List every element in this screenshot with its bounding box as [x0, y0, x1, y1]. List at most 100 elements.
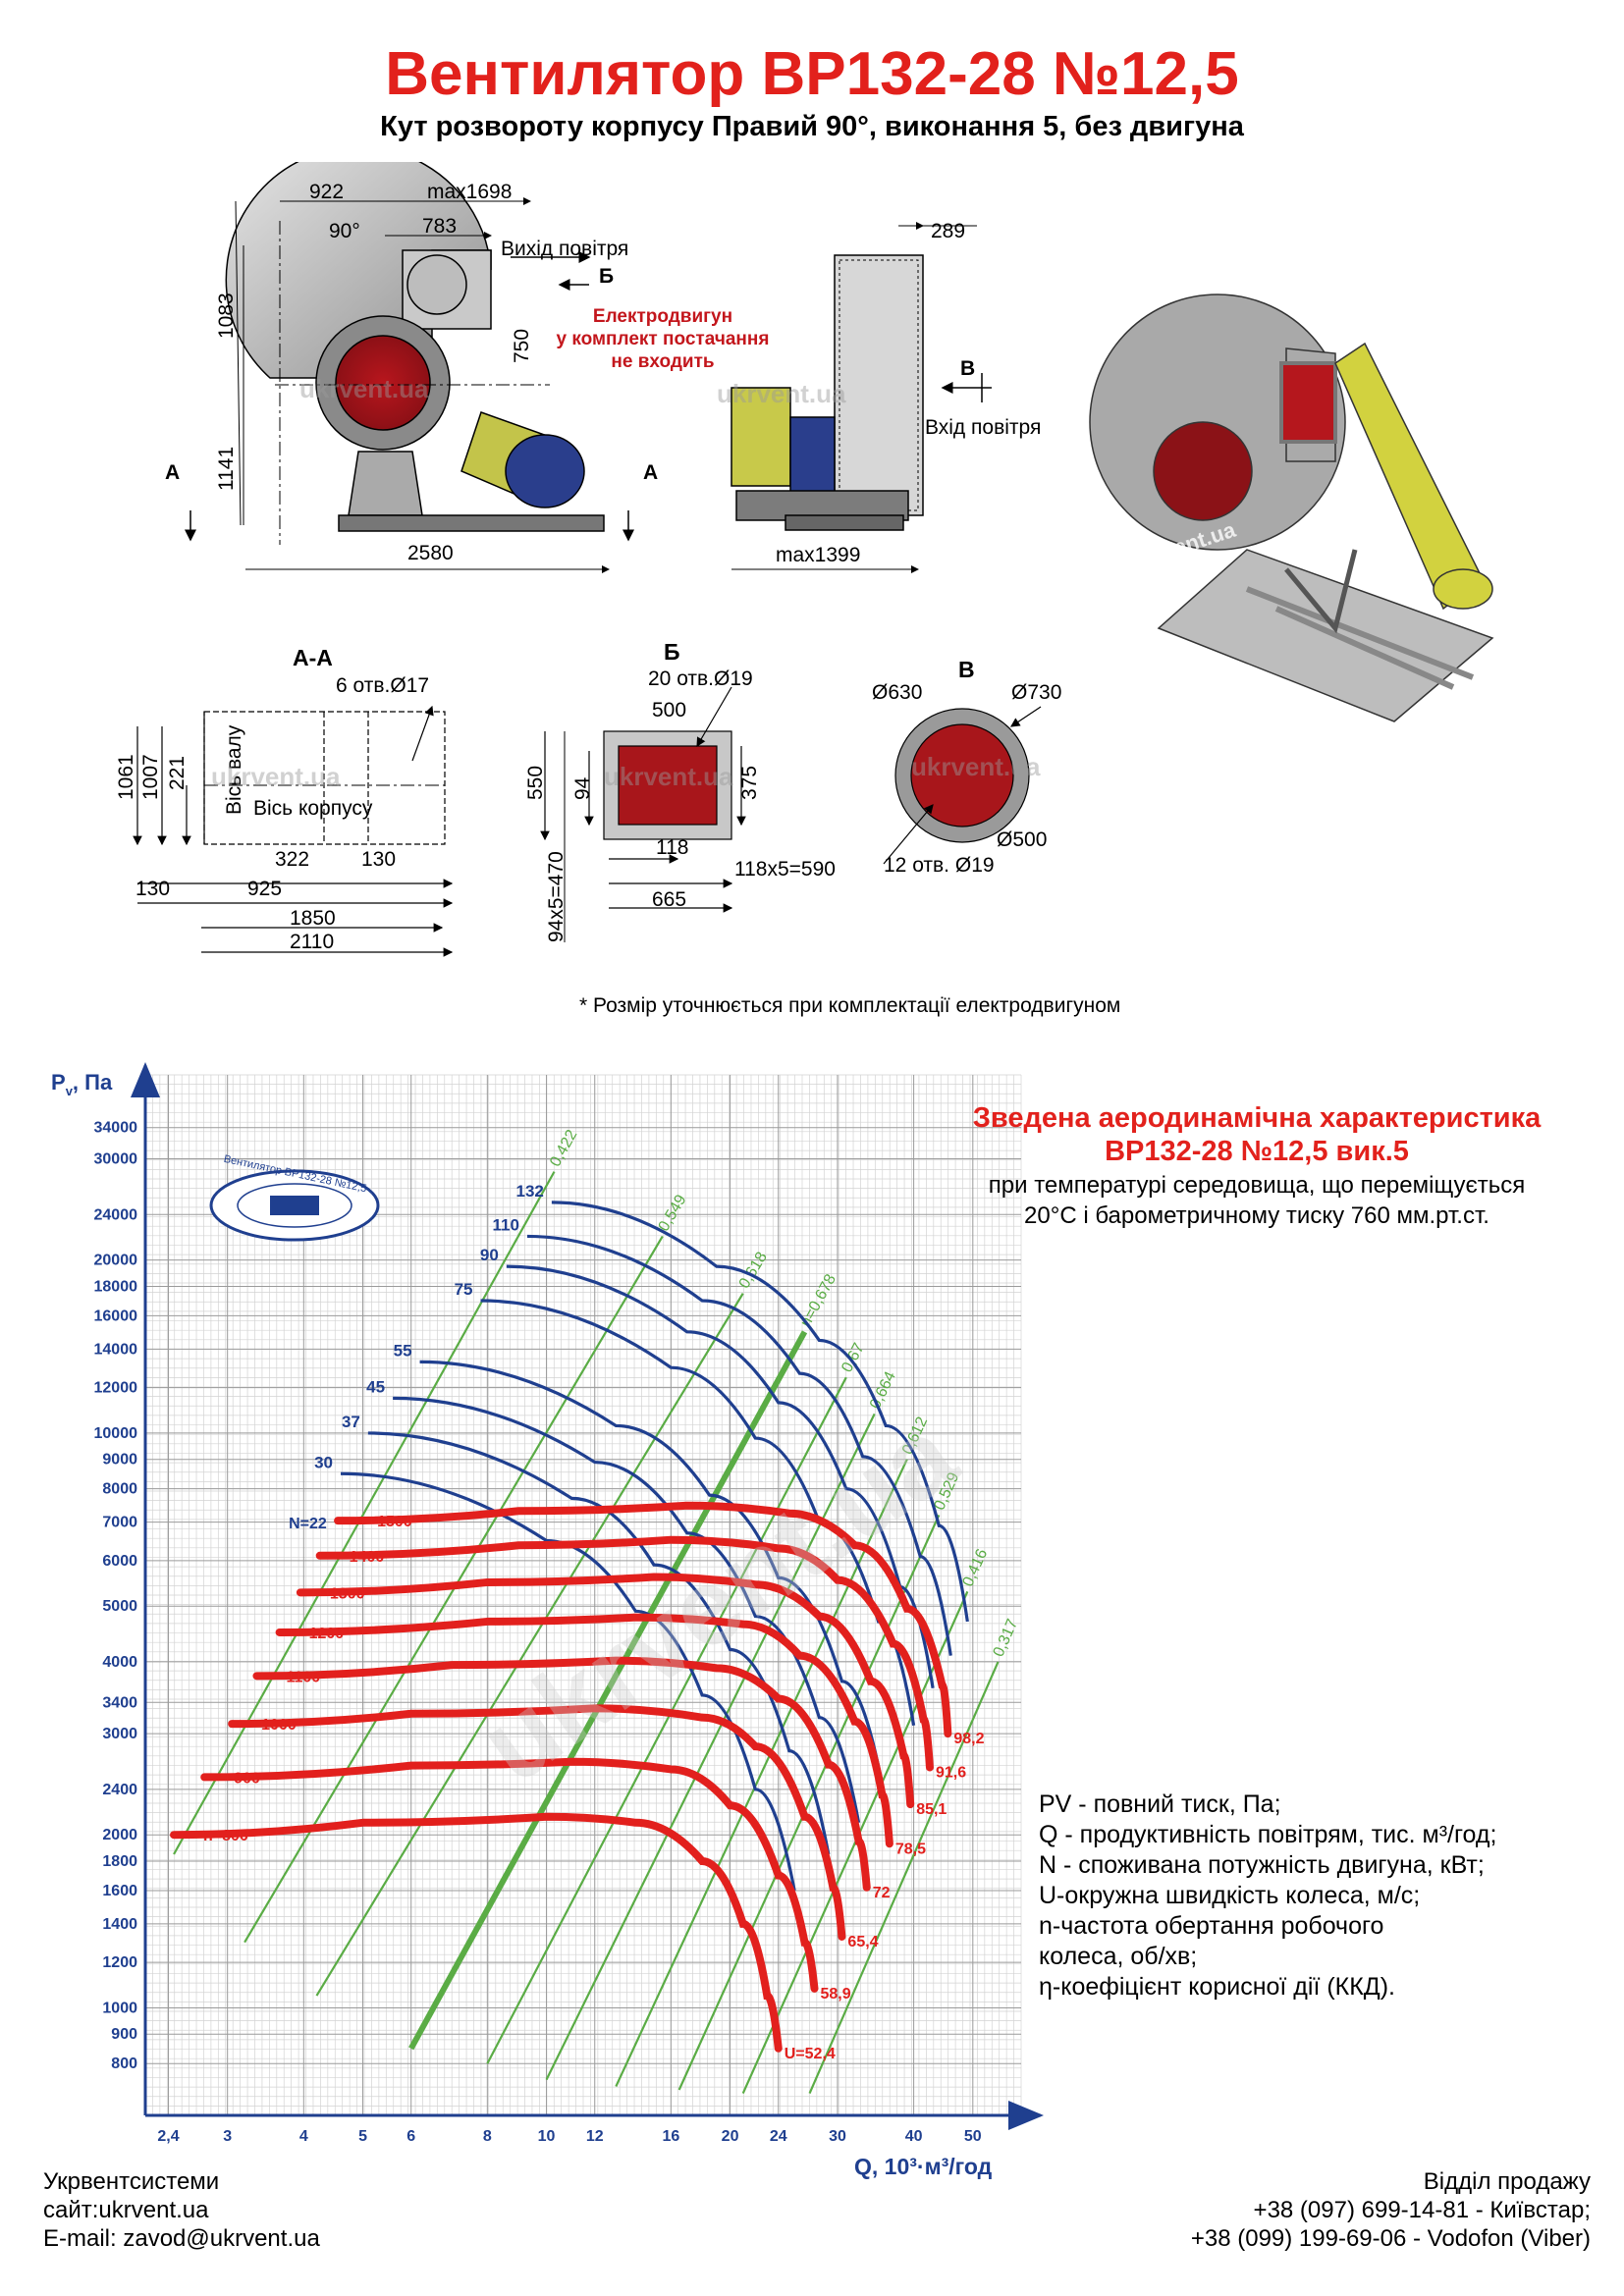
chart-title: Зведена аеродинамічна характеристика ВР1…: [884, 1101, 1624, 1168]
legend-line: PV - повний тиск, Па;: [1039, 1790, 1281, 1818]
iso-inlet: [1153, 421, 1253, 521]
side-view: [731, 222, 992, 573]
dim-94x5: 94x5=470: [545, 851, 568, 942]
velocity-label: 91,6: [936, 1765, 966, 1782]
y-tick-label: 5000: [102, 1598, 137, 1615]
dim-1141: 1141: [215, 447, 238, 491]
watermark-v: ukrvent.ua: [911, 752, 1041, 781]
motor: [505, 434, 585, 508]
chart-grid: [144, 1074, 1022, 2116]
dim-118: 118: [656, 836, 688, 859]
dim-500: 500: [652, 699, 686, 721]
dim-750: 750: [511, 329, 533, 363]
y-tick-label: 16000: [94, 1308, 138, 1324]
pressure-curve: [315, 1535, 934, 1772]
y-tick-label: 20000: [94, 1253, 138, 1269]
legend-line: n-частота обертання робочого: [1039, 1912, 1384, 1940]
pressure-curve: [296, 1573, 915, 1809]
pressure-curve: [252, 1656, 871, 1892]
iso-frame: [1157, 549, 1494, 722]
efficiency-line: [408, 1330, 808, 2051]
speed-label: 1000: [261, 1717, 297, 1734]
x-tick-label: 50: [964, 2128, 982, 2145]
company-info: Укрвентсистеми сайт:ukrvent.ua E-mail: z…: [43, 2167, 320, 2253]
speed-label: 1300: [330, 1585, 365, 1602]
company-site[interactable]: сайт:ukrvent.ua: [43, 2197, 209, 2223]
y-tick-label: 1200: [102, 1954, 137, 1971]
air-outlet-label: Вихід повітря: [501, 238, 628, 260]
y-tick-label: 4000: [102, 1654, 137, 1671]
air-inlet-label: Вхід повітря: [925, 416, 1041, 439]
x-tick-label: 20: [722, 2128, 739, 2145]
view-v-d500: Ø500: [997, 828, 1047, 851]
section-b-marker: Б: [599, 265, 614, 288]
pedestal: [348, 451, 423, 516]
dim-922: 922: [309, 181, 344, 203]
watermark-side: ukrvent.ua: [717, 379, 846, 408]
motor-note-3: не входить: [611, 351, 714, 372]
inlet-opening: [335, 335, 431, 431]
view-v-d730: Ø730: [1011, 681, 1061, 704]
power-curve-label: 110: [493, 1215, 519, 1234]
pressure-curve: [275, 1613, 893, 1848]
dim-2110: 2110: [290, 931, 334, 953]
power-curve: [551, 1201, 969, 1623]
sales-phone-1[interactable]: +38 (097) 699-14-81 - Київстар;: [1253, 2197, 1591, 2223]
dim-375: 375: [738, 766, 761, 800]
speed-label: 1400: [350, 1549, 385, 1566]
dim-2580: 2580: [407, 542, 454, 564]
pressure-curves: n=800U=52,490058,9100065,4110072120078,5…: [170, 1501, 985, 2062]
efficiency-line: [677, 1515, 941, 2091]
view-v-title: В: [958, 657, 975, 682]
dim-665: 665: [652, 888, 686, 911]
dim-130-left: 130: [135, 878, 170, 900]
watermark-front: ukrvent.ua: [299, 374, 429, 403]
section-aa-holes: 6 отв.Ø17: [336, 674, 429, 697]
chart-conditions: при температурі середовища, що переміщує…: [884, 1170, 1624, 1231]
y-tick-label: 900: [111, 2026, 137, 2043]
x-axis-label: Q, 10³·м³/год: [854, 2154, 993, 2179]
footnote: * Розмір уточнюється при комплектації ел…: [579, 994, 1121, 1017]
speed-label: 1500: [377, 1514, 412, 1530]
efficiency-line: [315, 1293, 744, 1997]
dim-783: 783: [422, 215, 457, 238]
y-tick-label: 14000: [94, 1341, 138, 1358]
pressure-curve: [228, 1704, 846, 1941]
chart-conditions-line1: при температурі середовища, що переміщує…: [988, 1172, 1526, 1199]
dim-1850: 1850: [290, 907, 336, 930]
section-aa-title: А-А: [293, 645, 333, 670]
y-tick-label: 1000: [102, 2000, 137, 2016]
angle-label: 90°: [329, 220, 360, 242]
y-tick-label: 6000: [102, 1553, 137, 1570]
legend-line: η-коефіцієнт корисної дії (ККД).: [1039, 1973, 1395, 2001]
efficiency-line: [545, 1413, 876, 2081]
aero-chart: Вентилятор ВР132-28 №12,5 0,4220,5490,61…: [51, 1062, 1044, 2179]
motor-note-1: Електродвигун: [593, 306, 732, 327]
x-tick-label: 6: [406, 2128, 415, 2145]
legend-line: U-окружна швидкість колеса, м/с;: [1039, 1882, 1421, 1909]
watermark-b: ukrvent.ua: [604, 762, 733, 791]
x-tick-label: 10: [538, 2128, 556, 2145]
velocity-label: U=52,4: [785, 2046, 836, 2062]
dim-1061: 1061: [115, 754, 137, 800]
x-tick-label: 2,4: [157, 2128, 179, 2145]
power-curve-label: 37: [342, 1413, 360, 1431]
sales-phone-2[interactable]: +38 (099) 199-69-06 - Vodofon (Viber): [1190, 2225, 1591, 2252]
velocity-label: 78,5: [895, 1841, 926, 1857]
power-curve-label: 90: [480, 1246, 499, 1264]
pressure-curve: [200, 1757, 819, 1993]
pressure-curve: [334, 1501, 952, 1738]
efficiency-label: 0,416: [959, 1546, 991, 1589]
power-curve-label: 30: [314, 1453, 333, 1471]
dim-1007: 1007: [139, 754, 162, 800]
velocity-label: 65,4: [847, 1934, 878, 1950]
dim-118x5: 118x5=590: [734, 858, 836, 881]
velocity-label: 85,1: [916, 1801, 947, 1818]
outlet-circle: [406, 254, 467, 315]
pressure-curve: [170, 1812, 783, 2053]
side-housing: [834, 254, 924, 516]
technical-drawings: 922 max1698 90° 783 Вихід повітря Б 1083…: [115, 162, 1494, 957]
company-email[interactable]: E-mail: zavod@ukrvent.ua: [43, 2225, 320, 2252]
inlet-hole: [910, 723, 1014, 828]
